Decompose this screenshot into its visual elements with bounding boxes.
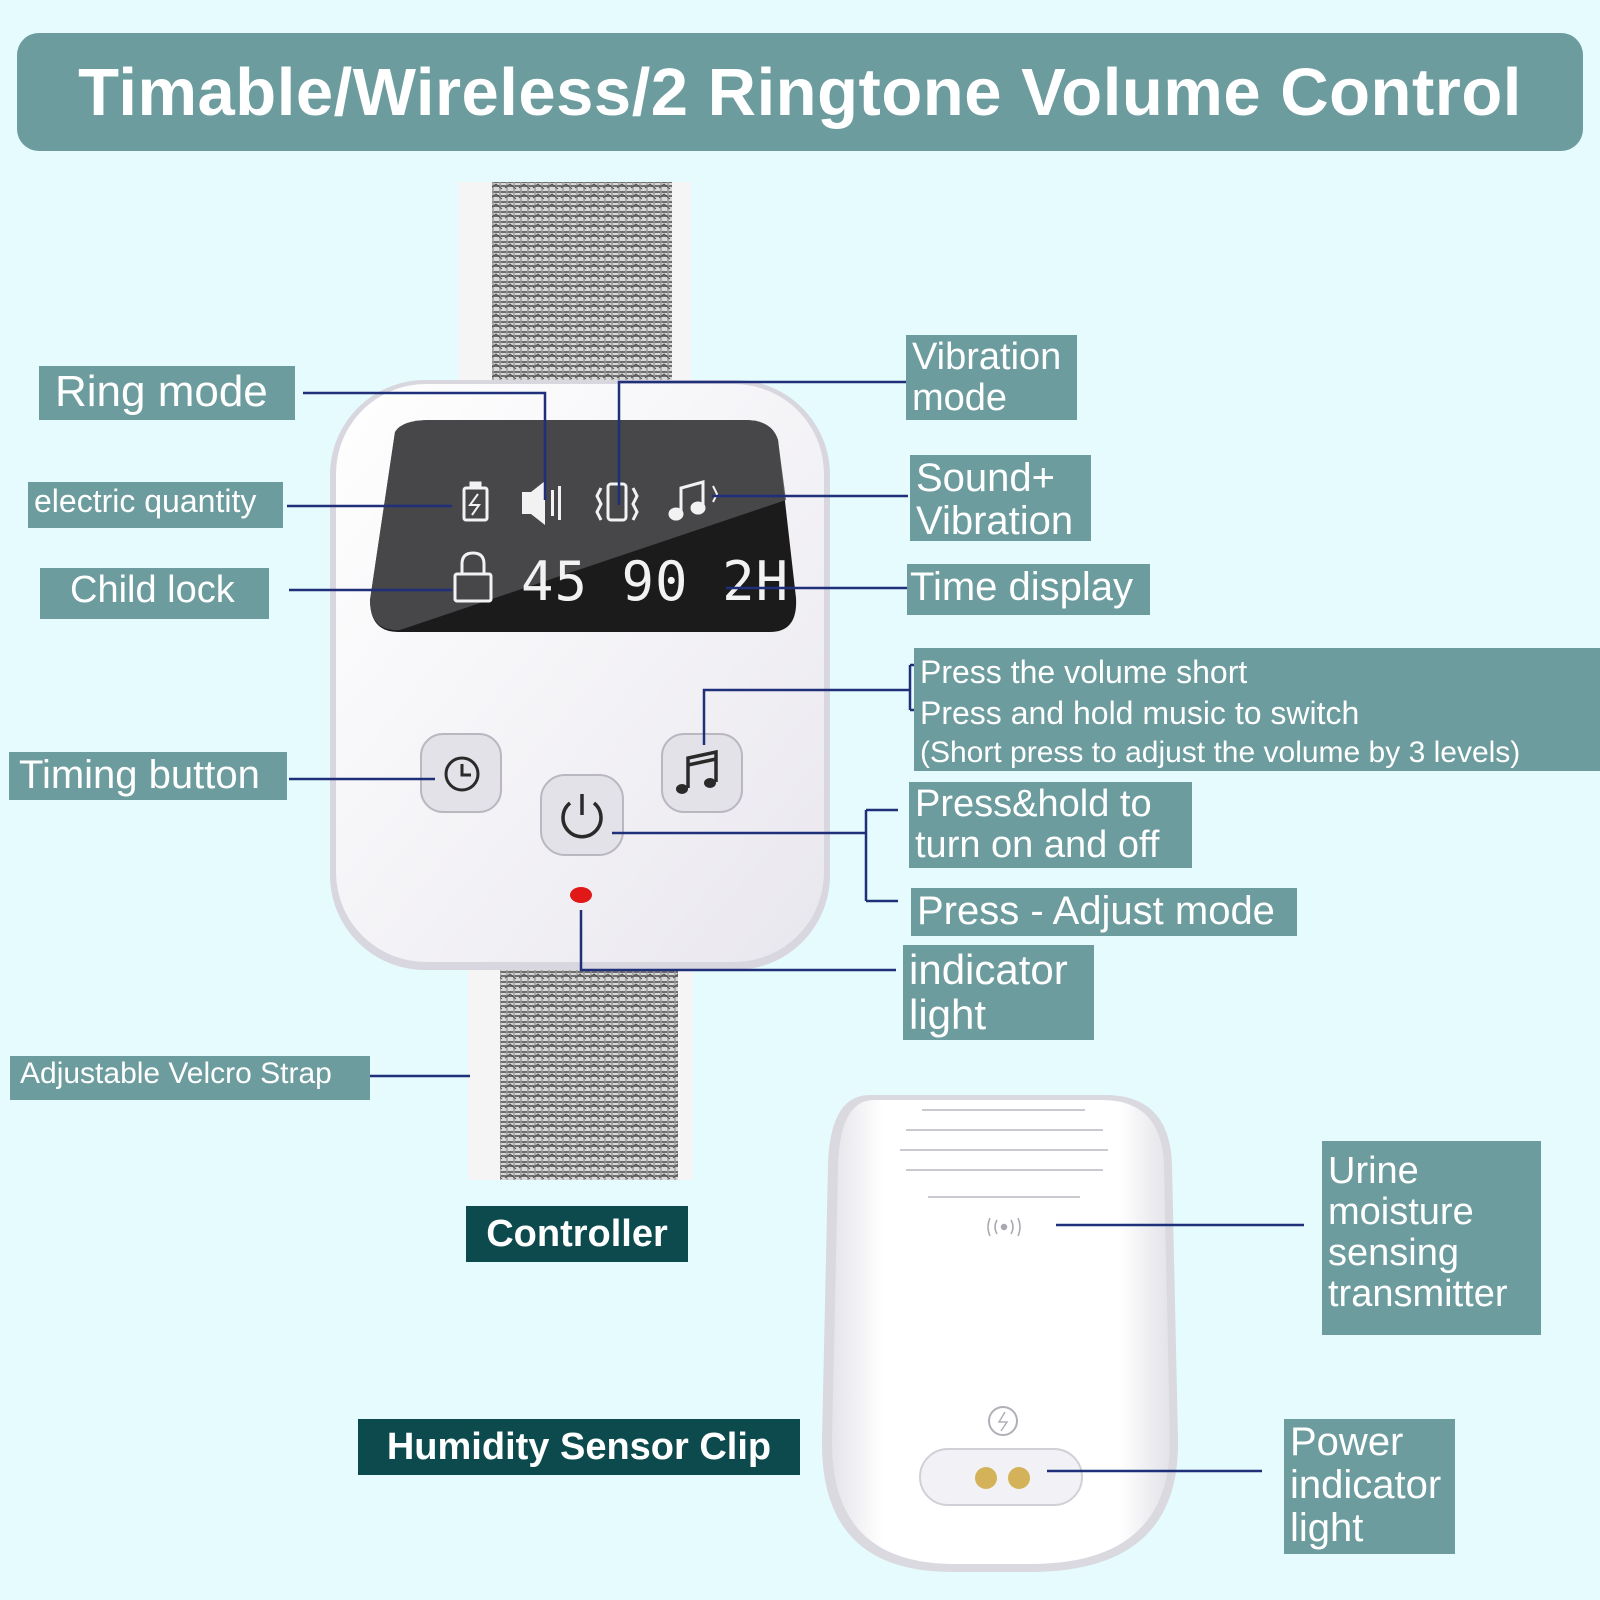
speaker-icon bbox=[522, 481, 561, 525]
sensor-clip-device bbox=[821, 1095, 1179, 1572]
label-child-lock: Child lock bbox=[40, 568, 269, 619]
clock-icon bbox=[444, 756, 480, 792]
battery-icon bbox=[462, 481, 489, 522]
music-icon bbox=[686, 749, 718, 788]
label-sound-vibration: Sound+ Vibration bbox=[910, 455, 1091, 543]
power-button bbox=[540, 774, 624, 856]
charging-contacts bbox=[919, 1448, 1083, 1506]
label-vibration-mode: Vibration mode bbox=[906, 335, 1077, 420]
lock-icon bbox=[453, 551, 493, 603]
label-indicator-light: indicator light bbox=[903, 945, 1094, 1040]
indicator-led bbox=[570, 887, 592, 903]
controller-device: 45 90 2H bbox=[330, 380, 830, 970]
music-note-icon bbox=[668, 480, 719, 521]
velcro-strap bbox=[458, 182, 693, 1180]
label-music-button: Press the volume short Press and hold mu… bbox=[914, 648, 1600, 771]
label-time-display: Time display bbox=[907, 564, 1150, 615]
power-icon bbox=[561, 801, 603, 839]
clip-power-icon bbox=[988, 1406, 1018, 1436]
label-adjustable-strap: Adjustable Velcro Strap bbox=[10, 1056, 370, 1100]
leader-lines bbox=[287, 380, 1304, 1473]
label-transmitter: Urine moisture sensing transmitter bbox=[1322, 1141, 1541, 1335]
label-power-hold: Press&hold to turn on and off bbox=[909, 782, 1192, 868]
contact-pin-left bbox=[975, 1467, 997, 1489]
label-timing-button: Timing button bbox=[9, 752, 287, 800]
label-power-press: Press - Adjust mode bbox=[911, 888, 1297, 936]
caption-controller: Controller bbox=[466, 1206, 688, 1262]
lcd-time-text: 45 90 2H bbox=[521, 550, 789, 613]
lcd-screen bbox=[370, 420, 797, 632]
label-power-indicator: Power indicator light bbox=[1284, 1419, 1455, 1554]
music-button bbox=[661, 733, 743, 813]
caption-sensor-clip: Humidity Sensor Clip bbox=[358, 1419, 800, 1475]
vibration-icon bbox=[595, 482, 639, 522]
wireless-icon bbox=[987, 1217, 1021, 1237]
label-electric-quantity: electric quantity bbox=[28, 482, 283, 528]
title-banner: Timable/Wireless/2 Ringtone Volume Contr… bbox=[17, 33, 1583, 151]
page-title: Timable/Wireless/2 Ringtone Volume Contr… bbox=[78, 54, 1522, 130]
contact-pin-right bbox=[1008, 1467, 1030, 1489]
label-ring-mode: Ring mode bbox=[39, 366, 295, 420]
clip-grip-lines bbox=[900, 1109, 1108, 1198]
timer-button bbox=[420, 733, 502, 813]
